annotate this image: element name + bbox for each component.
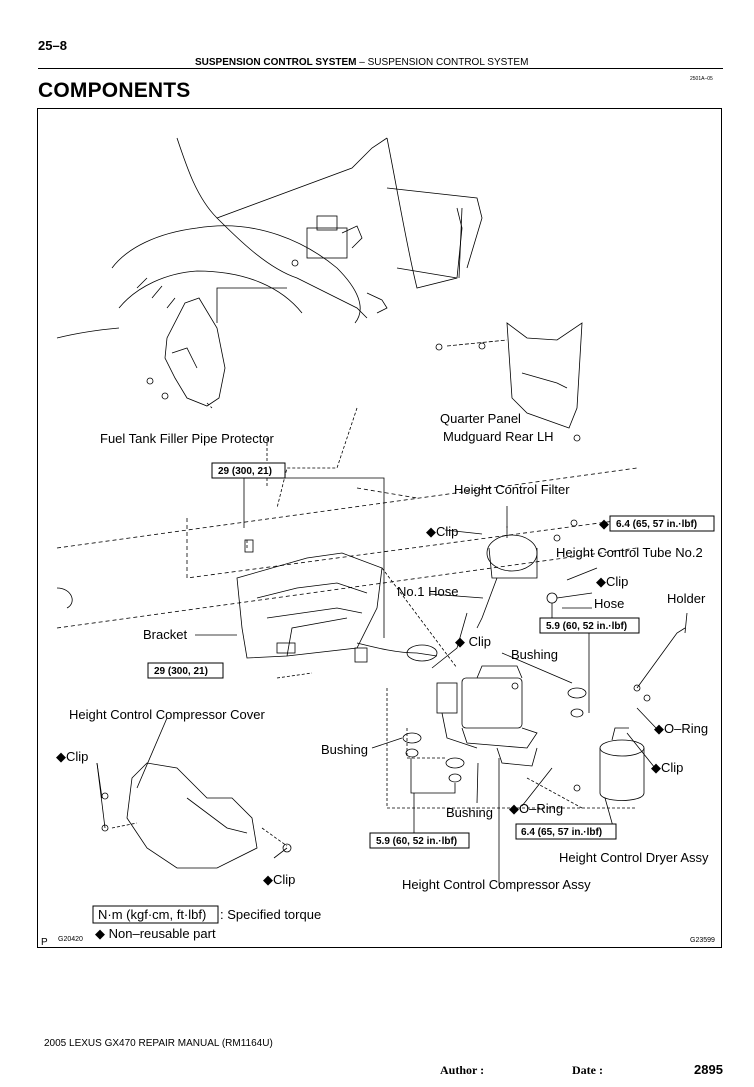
legend: N·m (kgf·cm, ft·lbf) : Specified torque …	[41, 905, 715, 948]
page-number: 25–8	[38, 38, 67, 53]
torque-box-top-left: 29 (300, 21)	[211, 462, 286, 479]
leader-lines	[96, 468, 688, 886]
torque-filter-text: 6.4 (65, 57 in.·lbf)	[616, 519, 697, 530]
frame-rail-drawing	[56, 467, 638, 629]
label-compressor-assy: Height Control Compressor Assy	[402, 877, 591, 892]
legend-nonreusable: ◆ Non–reusable part	[95, 926, 216, 941]
torque-box-bottom-left: 5.9 (60, 52 in.·lbf)	[369, 832, 470, 849]
height-control-dryer-drawing	[573, 627, 686, 801]
torque-bottom-left-text: 5.9 (60, 52 in.·lbf)	[376, 836, 457, 847]
label-fuel-tank-protector: Fuel Tank Filler Pipe Protector	[100, 431, 275, 446]
label-bushing-bottom: Bushing	[446, 805, 493, 820]
components-diagram: 29 (300, 21) 29 (300, 21) ◆ 6.4 (65, 57 …	[41, 137, 715, 948]
diagram-frame	[37, 108, 722, 948]
section-main-title: SUSPENSION CONTROL SYSTEM	[195, 57, 357, 68]
footer-page-number: 2895	[694, 1062, 723, 1077]
hose-fitting-drawing	[546, 592, 558, 618]
page-title: COMPONENTS	[38, 79, 191, 102]
torque-box-hose: 5.9 (60, 52 in.·lbf)	[539, 617, 640, 634]
label-clip-top: ◆Clip	[426, 524, 458, 539]
label-oring-bottom: ◆O–Ring	[509, 801, 563, 816]
label-clip-right: ◆Clip	[651, 760, 683, 775]
part-labels: Fuel Tank Filler Pipe Protector Quarter …	[56, 411, 709, 892]
label-holder: Holder	[667, 591, 706, 606]
section-header: SUSPENSION CONTROL SYSTEM – SUSPENSION C…	[195, 57, 528, 68]
doc-code: 2501A–05	[690, 76, 713, 82]
label-bushing-left: Bushing	[321, 742, 368, 757]
footer-date: Date :	[572, 1063, 603, 1077]
label-hose: Hose	[594, 596, 624, 611]
code-right: G23599	[690, 937, 715, 944]
bracket-drawing	[236, 539, 383, 659]
label-mudguard: Mudguard Rear LH	[443, 429, 554, 444]
compressor-cover-drawing	[101, 762, 292, 869]
header-rule	[38, 68, 723, 69]
label-clip-mid: ◆ Clip	[455, 634, 491, 649]
label-compressor-cover: Height Control Compressor Cover	[69, 707, 265, 722]
label-oring-right: ◆O–Ring	[654, 721, 708, 736]
bushing-drawings	[402, 687, 587, 783]
footer-manual: 2005 LEXUS GX470 REPAIR MANUAL (RM1164U)	[44, 1038, 273, 1049]
p-mark: P	[41, 937, 48, 948]
code-left: G20420	[58, 936, 83, 943]
compressor-assy-drawing	[354, 642, 538, 767]
footer-author: Author :	[440, 1063, 485, 1077]
label-clip-hose: ◆Clip	[596, 574, 628, 589]
mudguard-drawing	[435, 322, 583, 442]
torque-mid-left-text: 29 (300, 21)	[154, 666, 208, 677]
torque-top-left-text: 29 (300, 21)	[218, 466, 272, 477]
fuel-tank-protector-drawing	[146, 287, 287, 409]
label-clip-cover: ◆Clip	[263, 872, 295, 887]
label-dryer-assy: Height Control Dryer Assy	[559, 850, 709, 865]
section-sub-title: SUSPENSION CONTROL SYSTEM	[367, 57, 529, 68]
torque-filter-diamond: ◆	[599, 516, 609, 531]
torque-hose-text: 5.9 (60, 52 in.·lbf)	[546, 621, 627, 632]
torque-box-mid-left: 29 (300, 21)	[147, 662, 224, 679]
label-bushing-right: Bushing	[511, 647, 558, 662]
torque-box-dryer: 6.4 (65, 57 in.·lbf)	[515, 823, 617, 840]
section-separator: –	[359, 57, 365, 68]
frame-outline	[56, 587, 73, 609]
label-clip-left: ◆Clip	[56, 749, 88, 764]
label-no1-hose: No.1 Hose	[397, 584, 458, 599]
legend-unit-box: N·m (kgf·cm, ft·lbf)	[98, 907, 206, 922]
label-bracket: Bracket	[143, 627, 187, 642]
label-height-control-filter: Height Control Filter	[454, 482, 570, 497]
label-quarter-panel: Quarter Panel	[440, 411, 521, 426]
torque-dryer-text: 6.4 (65, 57 in.·lbf)	[521, 827, 602, 838]
label-tube-no2: Height Control Tube No.2	[556, 545, 703, 560]
upper-valve-assembly-drawing	[291, 215, 363, 267]
torque-spec-boxes: 29 (300, 21) 29 (300, 21) ◆ 6.4 (65, 57 …	[147, 462, 715, 849]
torque-box-filter: ◆ 6.4 (65, 57 in.·lbf)	[599, 515, 715, 532]
vehicle-body-drawing	[56, 137, 483, 339]
legend-specified-torque: : Specified torque	[220, 907, 321, 922]
